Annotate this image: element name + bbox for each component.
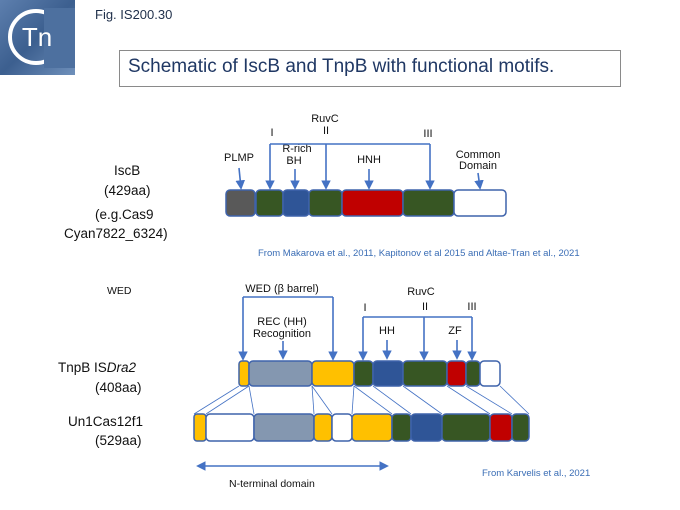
cas12-seg-7 (391, 413, 412, 442)
tnpb-seg-6 (402, 360, 448, 387)
plmp-label: PLMP (224, 152, 254, 164)
tn-logo: Tn (0, 0, 75, 75)
rec-label: REC (HH) (257, 316, 307, 328)
tnpb-size: (408aa) (95, 380, 142, 395)
iscb-seg-hnh (341, 189, 404, 217)
title-box (119, 50, 621, 87)
tnpb-bar (238, 360, 501, 387)
alignment-lines (193, 385, 530, 415)
n-terminal-label: N-terminal domain (229, 478, 315, 490)
plmp-arrow (235, 167, 246, 190)
tnpb-ruvc-i-label: I (363, 302, 366, 314)
cas12-bar (193, 413, 530, 442)
ruvc-iii-label: III (423, 128, 432, 140)
cas12-name: Un1Cas12f1 (68, 414, 144, 429)
tnpb-name-prefix: TnpB IS (58, 360, 107, 375)
common-label: Common (456, 149, 501, 161)
bh-label: BH (286, 155, 301, 167)
tnpb-seg-3 (311, 360, 355, 387)
iscb-citation: From Makarova et al., 2011, Kapitonov et… (258, 248, 580, 259)
tnpb-seg-2 (248, 360, 313, 387)
logo-text: Tn (22, 22, 52, 52)
tnpb-ruvc-iii-label: III (467, 301, 476, 313)
iscb-seg-plmp (225, 189, 256, 217)
cas12-seg-3 (253, 413, 315, 442)
tnpb-seg-4 (353, 360, 374, 387)
iscb-seg-ruvc-ii (308, 189, 343, 217)
cas12-size: (529aa) (95, 433, 142, 448)
recognition-label: Recognition (253, 328, 311, 340)
iscb-seg-bh (282, 189, 310, 217)
hnh-label: HNH (357, 154, 381, 166)
tnpb-name: TnpB ISDra2 (58, 360, 136, 375)
iscb-arrows (235, 143, 484, 190)
page-title: Schematic of IscB and TnpB with function… (128, 56, 555, 77)
tnpb-seg-5 (372, 360, 404, 387)
logo-ring-gap (44, 8, 75, 68)
cas12-seg-5 (331, 413, 353, 442)
cas12-seg-11 (511, 413, 530, 442)
wed-side-label: WED (107, 285, 132, 297)
iscb-seg-common (453, 189, 507, 217)
hh-label: HH (379, 325, 395, 337)
ruvc-i-label: I (270, 127, 273, 139)
logo-graphic: Tn (8, 8, 75, 68)
ruvc-label: RuvC (311, 113, 339, 125)
tnpb-seg-9 (479, 360, 501, 387)
iscb-name: IscB (114, 163, 141, 178)
rrich-label: R-rich (282, 143, 311, 155)
iscb-size: (429aa) (104, 183, 151, 198)
iscb-seg-ruvc-i (255, 189, 284, 217)
wed-barrel-label: WED (β barrel) (245, 283, 319, 295)
tnpb-arrows (238, 296, 477, 361)
cas12-seg-6 (351, 413, 393, 442)
tnpb-ruvc-ii-label: II (422, 301, 428, 313)
cas12-seg-1 (193, 413, 207, 442)
iscb-bar (225, 189, 507, 217)
iscb-example-1: (e.g.Cas9 (95, 207, 154, 222)
figure-label: Fig. IS200.30 (95, 7, 173, 22)
zf-label: ZF (448, 325, 462, 337)
ruvc-ii-label: II (323, 125, 329, 137)
tnpb-seg-8 (465, 360, 481, 387)
tnpb-seg-1 (238, 360, 250, 387)
cas12-seg-2 (205, 413, 255, 442)
cas12-seg-10 (489, 413, 513, 442)
karvelis-citation: From Karvelis et al., 2021 (482, 468, 591, 479)
tnpb-seg-7 (446, 360, 467, 387)
cas12-seg-9 (441, 413, 491, 442)
iscb-example-2: Cyan7822_6324) (64, 226, 168, 241)
tnpb-name-italic: Dra2 (106, 360, 137, 375)
tnpb-ruvc-label: RuvC (407, 286, 435, 298)
iscb-seg-ruvc-iii (402, 189, 455, 217)
common-arrow (474, 172, 484, 190)
cas12-seg-8 (410, 413, 443, 442)
domain-label: Domain (459, 160, 497, 172)
cas12-seg-4 (313, 413, 333, 442)
